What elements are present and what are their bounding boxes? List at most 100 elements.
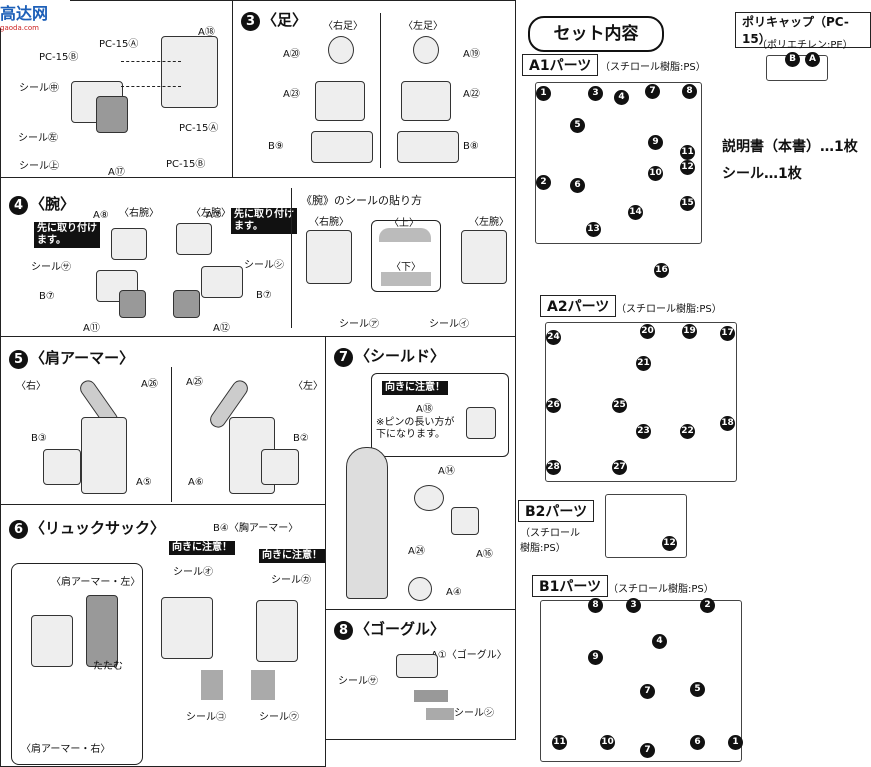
label-a4: A④	[446, 587, 462, 598]
arm-upper-l	[176, 223, 212, 255]
label-b4: B④〈胸アーマー〉	[213, 523, 299, 534]
part-number-bullet: 20	[640, 324, 655, 339]
polycap-sprue: B A	[766, 52, 828, 81]
label-a18: A⑱	[198, 27, 215, 38]
caution-1: 向きに注意！	[169, 541, 235, 555]
arm-upper-r	[111, 228, 147, 260]
part-number-bullet: 5	[570, 118, 585, 133]
label-seal-ue: シール㊤	[19, 161, 59, 172]
torso-side-part	[96, 96, 128, 133]
arm-lower-l	[201, 266, 243, 298]
left-arm-label: 〈左腕〉	[191, 208, 231, 219]
seal-ko: シール㋙	[186, 712, 226, 723]
b1-material: （スチロール樹脂:PS）	[608, 584, 714, 595]
part-number-bullet: 1	[728, 735, 743, 750]
seal-ta: シール㋛	[454, 708, 494, 719]
callout-box	[371, 373, 509, 457]
hand-r	[119, 290, 146, 318]
watermark-text: 高达网	[0, 4, 49, 23]
backpack-side	[256, 600, 298, 662]
label-a19: A⑲	[463, 49, 480, 60]
label-a20: A⑳	[283, 49, 300, 60]
part-number-bullet: 8	[682, 84, 697, 99]
step8-panel: 8〈ゴーグル〉 A①〈ゴーグル〉 シール㋚ シール㋛	[325, 609, 516, 740]
b1-title: B1パーツ	[532, 575, 609, 597]
step7-title: 7〈シールド〉	[334, 345, 445, 367]
label-a6: A⑥	[188, 477, 204, 488]
label-a17: A⑰	[108, 167, 125, 178]
step5-left: 〈左〉	[293, 381, 323, 392]
part-number-bullet: 18	[720, 416, 735, 431]
part-number-bullet: 11	[552, 735, 567, 750]
label-a22: A㉒	[463, 89, 480, 100]
part-number-bullet: 23	[636, 424, 651, 439]
a2-material: （スチロール樹脂:PS）	[616, 304, 722, 315]
backpack-part	[161, 36, 218, 108]
seal-ka: シール㋕	[271, 575, 311, 586]
left-leg-label: 〈左足〉	[403, 21, 443, 32]
step5-title: 5〈肩アーマー〉	[9, 347, 134, 369]
label-a8: A⑧	[93, 210, 109, 221]
part-number-bullet: 8	[588, 598, 603, 613]
backpack-wing	[86, 595, 118, 667]
step5-right: 〈右〉	[16, 381, 46, 392]
step2-panel: 体〉 PC-15Ⓐ PC-15Ⓑ シール㊥ シール㊧ シール㊤ A⑰ PC-15…	[0, 0, 233, 178]
b2-title: B2パーツ	[518, 500, 595, 522]
label-seal-hidari: シール㊧	[18, 133, 58, 144]
shield-clip	[451, 507, 479, 535]
part-number-bullet: 1	[536, 86, 551, 101]
part-number-bullet: 12	[662, 536, 677, 551]
seal-tsu: シール㋚	[338, 676, 378, 687]
label-b2: B②	[293, 433, 309, 444]
b2-material: （スチロール樹脂:PS）	[520, 528, 580, 554]
label-seal-naka: シール㊥	[19, 83, 59, 94]
note-attach-first-r: 先に取り付けます。	[34, 222, 100, 248]
part-number-bullet: 26	[546, 398, 561, 413]
part-number-bullet: 17	[720, 326, 735, 341]
foot-r	[311, 131, 373, 163]
part-number-bullet: 5	[690, 682, 705, 697]
sticker-down-shape	[381, 272, 431, 286]
seal-count: シール…1枚	[722, 166, 802, 182]
shin-r	[315, 81, 365, 121]
note-attach-first-l: 先に取り付けます。	[231, 208, 297, 234]
label-a24: A㉔	[408, 546, 425, 557]
knee-r	[328, 36, 354, 64]
a1-title: A1パーツ	[522, 54, 599, 76]
part-number-bullet: 24	[546, 330, 561, 345]
shield-grip	[408, 577, 432, 601]
part-number-bullet: 11	[680, 145, 695, 160]
backpack-main	[161, 597, 213, 659]
contents-title: セット内容	[528, 16, 664, 52]
part-number-bullet: 9	[588, 650, 603, 665]
part-number-bullet: 12	[680, 160, 695, 175]
part-number-bullet: 6	[690, 735, 705, 750]
goggle-seal-1	[414, 690, 448, 702]
label-pc15a-1: PC-15Ⓐ	[99, 39, 139, 50]
sticker-up: 〈上〉	[389, 218, 419, 229]
shoulder-joint-r	[43, 449, 81, 485]
part-number-bullet: 4	[652, 634, 667, 649]
knee-l	[413, 36, 439, 64]
sticker-seal-i: シール㋑	[429, 319, 469, 330]
goggle-part	[396, 654, 438, 678]
part-number-bullet: 7	[640, 743, 655, 758]
label-a18-shield: A⑱	[416, 404, 433, 415]
label-a5: A⑤	[136, 477, 152, 488]
part-number-bullet: 2	[536, 175, 551, 190]
sticker-arm-r	[306, 230, 352, 284]
step3-panel: 3〈足〉 〈右足〉 〈左足〉 A⑳ A㉓ B⑨ A⑲ A㉒ B⑧	[232, 0, 516, 178]
label-a1-goggle: A①〈ゴーグル〉	[431, 650, 507, 661]
backpack-fold	[31, 615, 73, 667]
shoulder-left-label: 〈肩アーマー・左〉	[51, 577, 141, 588]
goggle-seal-2	[426, 708, 454, 720]
step3-title: 3〈足〉	[241, 9, 307, 31]
label-a11: A⑪	[83, 323, 100, 334]
part-number-bullet: 6	[570, 178, 585, 193]
part-number-bullet: 25	[612, 398, 627, 413]
part-number-bullet: 4	[614, 90, 629, 105]
label-b8: B⑧	[463, 141, 479, 152]
hand-l	[173, 290, 200, 318]
sticker-arm-l	[461, 230, 507, 284]
label-a14: A⑭	[438, 466, 455, 477]
